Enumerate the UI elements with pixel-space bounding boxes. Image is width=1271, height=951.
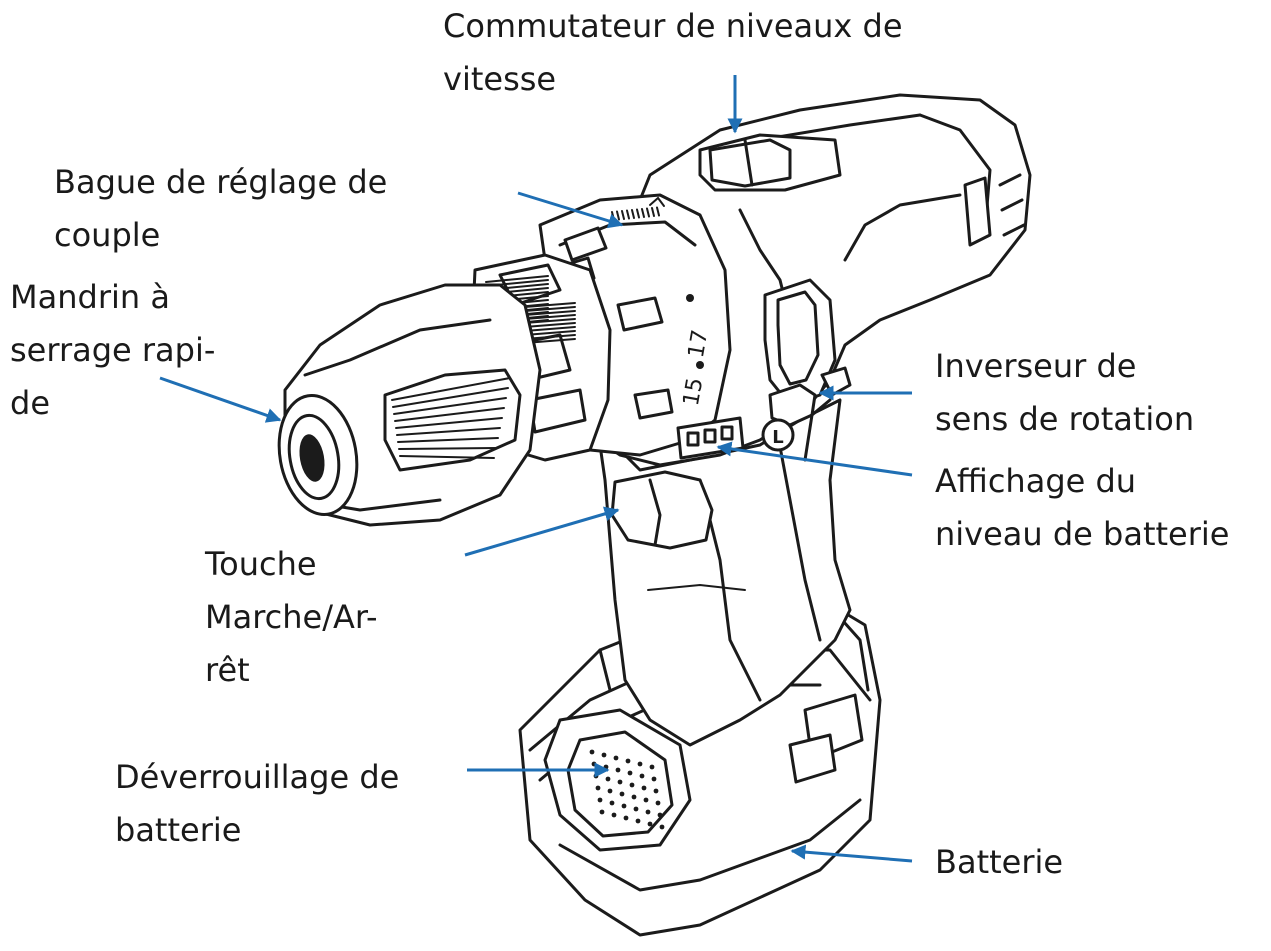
grip-dot [630, 783, 635, 788]
grip-dot [596, 786, 601, 791]
grip-dot [656, 801, 661, 806]
grip-dot [626, 759, 631, 764]
label-quick-chuck: Mandrin à serrage rapi- de [10, 271, 215, 430]
grip-dot [628, 771, 633, 776]
direction-mark: L [772, 427, 783, 448]
label-torque-ring: Bague de réglage de couple [54, 156, 387, 262]
label-battery-display: Affichage du niveau de batterie [935, 455, 1229, 561]
grip-dot [634, 807, 639, 812]
grip-dot [616, 768, 621, 773]
grip-dot [640, 774, 645, 779]
grip-dot [610, 801, 615, 806]
grip-dot [598, 798, 603, 803]
grip-dot [654, 789, 659, 794]
grip-dot [638, 762, 643, 767]
grip-dot [592, 762, 597, 767]
label-battery-release: Déverrouillage de batterie [115, 751, 399, 857]
grip-dot [612, 813, 617, 818]
grip-dot [636, 819, 641, 824]
pointer-trigger [465, 510, 618, 555]
grip-dot [618, 780, 623, 785]
grip-dot [624, 816, 629, 821]
grip-dot [620, 792, 625, 797]
grip-dot [622, 804, 627, 809]
grip-dot [646, 810, 651, 815]
grip-dot [602, 753, 607, 758]
chuck-groove [399, 448, 496, 449]
grip-dot [590, 750, 595, 755]
quick-chuck-body [270, 285, 540, 525]
grip-dot [608, 789, 613, 794]
grip-dot [642, 786, 647, 791]
grip-dot [614, 756, 619, 761]
grip-dot [650, 765, 655, 770]
label-battery: Batterie [935, 836, 1063, 889]
grip-dot [660, 825, 665, 830]
grip-dot [632, 795, 637, 800]
drill-trigger [612, 472, 712, 548]
grip-dot [658, 813, 663, 818]
torque-scale-upper: 17 [684, 328, 713, 360]
grip-dot [600, 810, 605, 815]
grip-dot [652, 777, 657, 782]
label-reverse-switch: Inverseur de sens de rotation [935, 340, 1194, 446]
torque-scale-lower: 15 [679, 376, 708, 408]
grip-dot [594, 774, 599, 779]
label-speed-switch: Commutateur de niveaux de vitesse [443, 0, 903, 106]
label-trigger: Touche Marche/Ar- rêt [205, 538, 378, 697]
speed-switch-slider [700, 135, 840, 190]
grip-dot [606, 777, 611, 782]
grip-dot [644, 798, 649, 803]
grip-dot [648, 822, 653, 827]
